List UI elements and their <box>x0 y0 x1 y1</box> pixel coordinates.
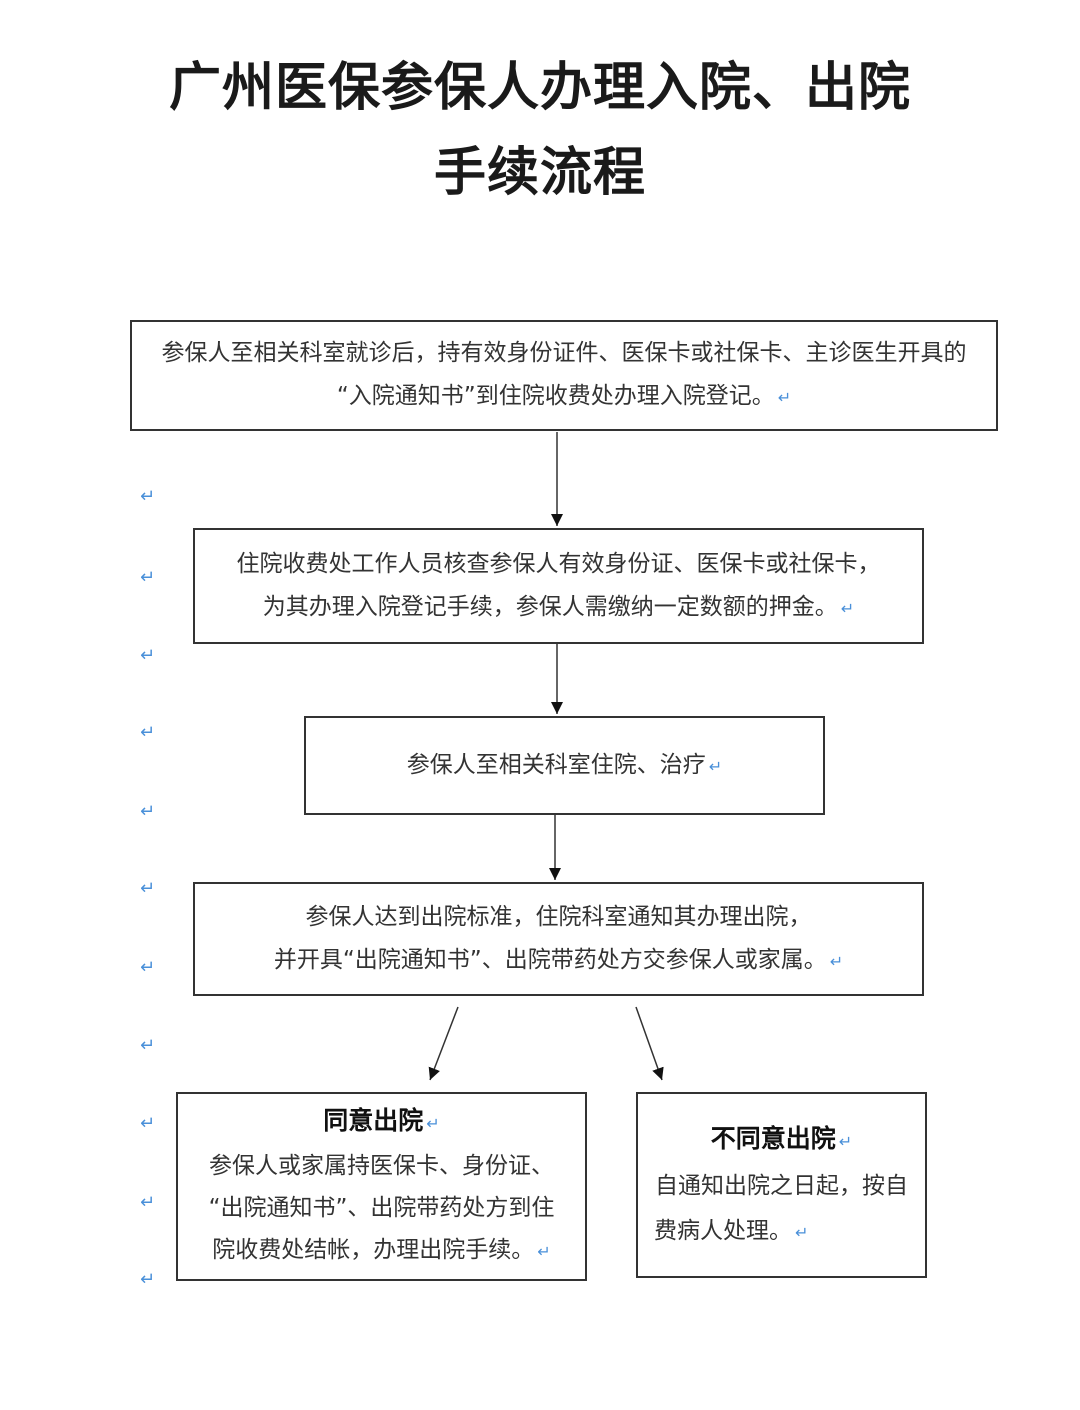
paragraph-mark-icon: ↵ <box>537 1242 551 1261</box>
step-1-line-2: “入院通知书”到住院收费处办理入院登记。 <box>336 383 775 409</box>
paragraph-mark-icon: ↵ <box>140 1192 156 1213</box>
paragraph-mark-icon: ↵ <box>795 1222 809 1242</box>
paragraph-mark-icon: ↵ <box>777 388 792 407</box>
branch-agree-heading: 同意出院 <box>323 1106 424 1135</box>
branch-agree-line-3: 院收费处结帐，办理出院手续。 <box>212 1237 535 1263</box>
step-3-box: 参保人至相关科室住院、治疗↵ <box>304 716 825 815</box>
step-2-line-1: 住院收费处工作人员核查参保人有效身份证、医保卡或社保卡， <box>236 550 881 577</box>
branch-agree-box: 同意出院↵ 参保人或家属持医保卡、身份证、 “出院通知书”、出院带药处方到住 院… <box>176 1092 587 1281</box>
paragraph-mark-icon: ↵ <box>140 1113 156 1134</box>
paragraph-mark-icon: ↵ <box>140 722 156 743</box>
title-line-1: 广州医保参保人办理入院、出院 <box>168 58 911 118</box>
step-2-box: 住院收费处工作人员核查参保人有效身份证、医保卡或社保卡， 为其办理入院登记手续，… <box>193 528 924 644</box>
paragraph-mark-icon: ↵ <box>140 645 156 666</box>
step-3-line-1: 参保人至相关科室住院、治疗 <box>406 751 706 778</box>
step-1-line-1: 参保人至相关科室就诊后，持有效身份证件、医保卡或社保卡、主诊医生开具的 <box>161 340 967 366</box>
branch-disagree-line-1: 自通知出院之日起，按自 <box>655 1172 908 1199</box>
arrow-to-disagree <box>635 1006 664 1081</box>
paragraph-mark-icon: ↵ <box>140 1035 156 1056</box>
paragraph-mark-icon: ↵ <box>426 1114 440 1133</box>
branch-disagree-heading: 不同意出院 <box>710 1123 836 1153</box>
paragraph-mark-icon: ↵ <box>140 567 156 588</box>
title-line-2: 手续流程 <box>433 143 646 203</box>
branch-agree-line-2: “出院通知书”、出院带药处方到住 <box>208 1195 555 1221</box>
paragraph-mark-icon: ↵ <box>838 1131 853 1151</box>
step-2-line-2: 为其办理入院登记手续，参保人需缴纳一定数额的押金。 <box>262 593 838 620</box>
step-1-box: 参保人至相关科室就诊后，持有效身份证件、医保卡或社保卡、主诊医生开具的 “入院通… <box>130 320 998 431</box>
step-4-box: 参保人达到出院标准，住院科室通知其办理出院， 并开具“出院通知书”、出院带药处方… <box>193 882 924 996</box>
branch-agree-line-1: 参保人或家属持医保卡、身份证、 <box>209 1153 554 1179</box>
paragraph-mark-icon: ↵ <box>140 878 156 899</box>
branch-disagree-line-2: 费病人处理。 <box>654 1217 792 1244</box>
branch-disagree-box: 不同意出院↵ 自通知出院之日起，按自 费病人处理。↵ <box>636 1092 927 1278</box>
paragraph-mark-icon: ↵ <box>708 756 723 776</box>
paragraph-mark-icon: ↵ <box>140 801 156 822</box>
paragraph-mark-icon: ↵ <box>829 951 844 971</box>
paragraph-mark-icon: ↵ <box>140 957 156 978</box>
paragraph-mark-icon: ↵ <box>140 486 156 507</box>
step-4-line-2: 并开具“出院通知书”、出院带药处方交参保人或家属。 <box>273 946 827 973</box>
paragraph-mark-icon: ↵ <box>140 1269 156 1290</box>
step-4-line-1: 参保人达到出院标准，住院科室通知其办理出院， <box>305 903 812 930</box>
arrow-to-agree <box>428 1006 459 1081</box>
paragraph-mark-icon: ↵ <box>840 598 855 618</box>
